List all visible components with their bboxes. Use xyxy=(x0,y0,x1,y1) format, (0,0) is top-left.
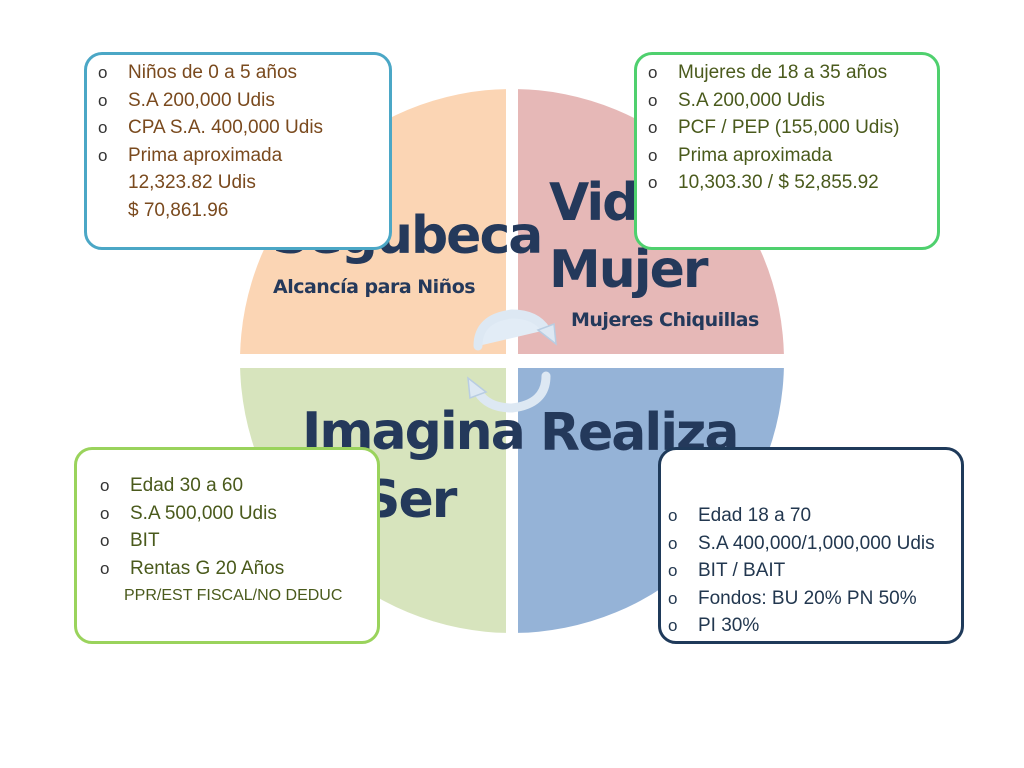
list-item: S.A 400,000/1,000,000 Udis xyxy=(668,530,935,558)
segubeca-subtitle: Alcancía para Niños xyxy=(273,276,475,298)
list-item: CPA S.A. 400,000 Udis xyxy=(98,114,323,142)
vida-mujer-title-line2: Mujer xyxy=(549,240,709,300)
list-item: PI 30% xyxy=(668,612,935,640)
list-item: S.A 200,000 Udis xyxy=(648,87,899,115)
list-item: Edad 30 a 60 xyxy=(100,472,342,500)
list-item: S.A 200,000 Udis xyxy=(98,87,323,115)
list-item: Fondos: BU 20% PN 50% xyxy=(668,585,935,613)
list-item: PCF / PEP (155,000 Udis) xyxy=(648,114,899,142)
list-item-continuation: 12,323.82 Udis xyxy=(128,172,256,193)
list-item: Edad 18 a 70 xyxy=(668,502,935,530)
list-item-continuation: $ 70,861.96 xyxy=(128,199,229,221)
list-item: S.A 500,000 Udis xyxy=(100,500,342,528)
segubeca-info-list: Niños de 0 a 5 años S.A 200,000 Udis CPA… xyxy=(98,59,323,224)
imagina-ser-info-list: Edad 30 a 60 S.A 500,000 Udis BIT Rentas… xyxy=(100,472,342,610)
list-note: PPR/EST FISCAL/NO DEDUC xyxy=(124,587,343,604)
list-item: BIT / BAIT xyxy=(668,557,935,585)
list-item: BIT xyxy=(100,527,342,555)
list-item: Niños de 0 a 5 años xyxy=(98,59,323,87)
vida-mujer-info-list: Mujeres de 18 a 35 años S.A 200,000 Udis… xyxy=(648,59,899,197)
list-item: Mujeres de 18 a 35 años xyxy=(648,59,899,87)
cycle-arrows-icon xyxy=(467,309,557,413)
vida-mujer-subtitle: Mujeres Chiquillas xyxy=(571,309,759,331)
realiza-info-list: Edad 18 a 70 S.A 400,000/1,000,000 Udis … xyxy=(668,502,935,640)
quadrant-bottom-right xyxy=(518,368,784,633)
list-item: 10,303.30 / $ 52,855.92 xyxy=(648,169,899,197)
list-item: Prima aproximada xyxy=(648,142,899,170)
list-item: Prima aproximada xyxy=(98,142,323,170)
list-item: Rentas G 20 Años xyxy=(100,555,342,583)
